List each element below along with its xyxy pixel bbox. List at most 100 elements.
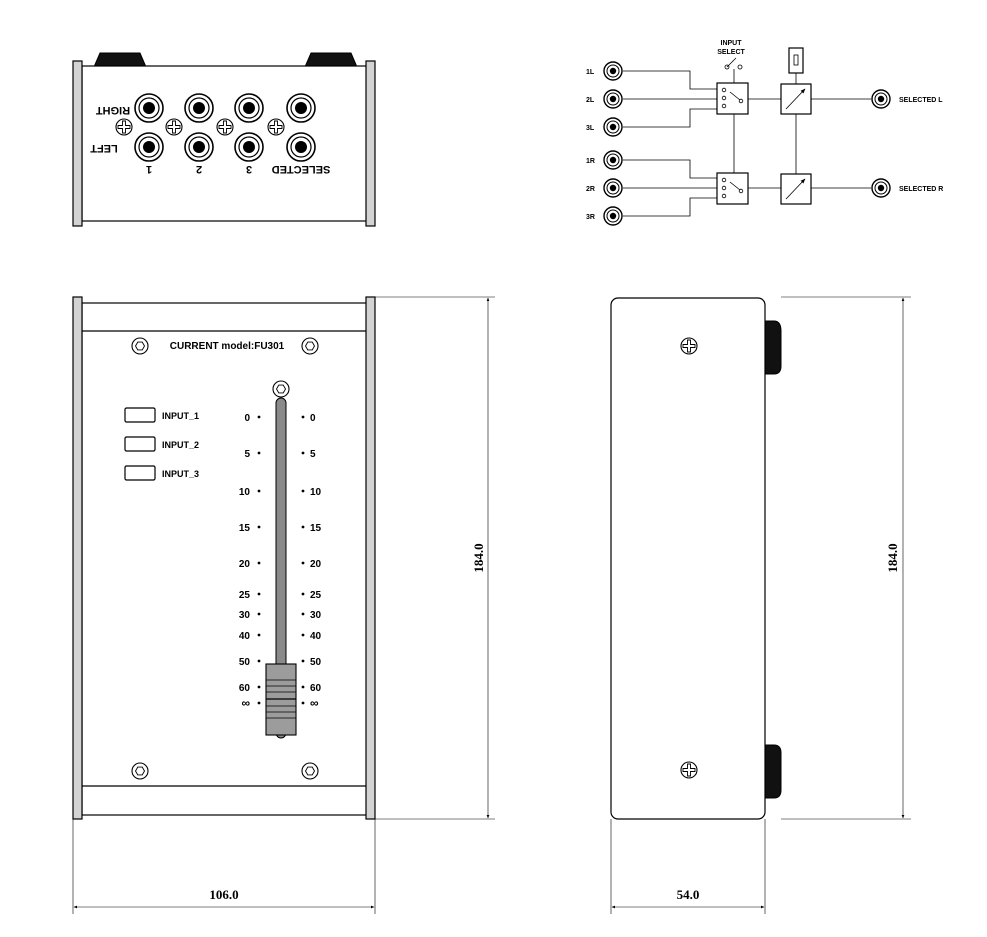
scale-label: ∞ xyxy=(241,696,250,710)
scale-dot xyxy=(257,633,261,637)
front-width-dimension: 106.0 xyxy=(209,887,238,902)
scale-label: 5 xyxy=(310,449,316,460)
scale-dot xyxy=(257,701,261,705)
scale-dot xyxy=(301,633,305,637)
input-select-label: INPUT xyxy=(721,40,743,47)
scale-dot xyxy=(257,612,261,616)
input-3-label: INPUT_3 xyxy=(162,469,199,479)
fader-knob[interactable] xyxy=(265,663,297,736)
phillips-screw-icon xyxy=(165,118,183,136)
scale-dot xyxy=(301,701,305,705)
scale-label: 50 xyxy=(239,657,251,668)
scale-dot xyxy=(257,561,261,565)
front-panel-body xyxy=(81,302,368,816)
scale-label: ∞ xyxy=(310,696,319,710)
input-jack-3l xyxy=(603,117,623,137)
rca-jack-right-3 xyxy=(234,93,264,123)
switch-contact xyxy=(724,64,730,70)
phillips-screw-icon xyxy=(216,118,234,136)
scale-dot xyxy=(301,415,305,419)
scale-label: 40 xyxy=(310,631,322,642)
rear-panel-body xyxy=(81,65,368,222)
side-depth-dimension: 54.0 xyxy=(677,887,700,902)
phillips-screw-icon xyxy=(680,337,698,355)
rear-jack-label-1: 1 xyxy=(146,163,152,175)
scale-label: 50 xyxy=(310,657,322,668)
front-height-dimension: 184.0 xyxy=(471,543,486,572)
fader-control-symbol xyxy=(788,47,804,74)
scale-label: 40 xyxy=(239,631,251,642)
input-2-button[interactable] xyxy=(124,436,156,452)
rear-foot-right xyxy=(304,52,358,68)
input-jack-1l xyxy=(603,61,623,81)
output-jack-selected-l xyxy=(871,89,891,109)
scale-label: 15 xyxy=(310,523,322,534)
fader-top-screw-icon xyxy=(272,380,290,398)
switch-lever xyxy=(726,57,737,68)
scale-dot xyxy=(257,415,261,419)
rear-foot-left xyxy=(93,52,147,68)
switch-contact xyxy=(737,64,743,70)
output-label-left: SELECTED L xyxy=(899,97,943,104)
input-3-button[interactable] xyxy=(124,465,156,481)
scale-label: 20 xyxy=(310,559,322,570)
hex-screw-icon xyxy=(301,337,319,355)
scale-label: 30 xyxy=(310,610,322,621)
scale-label: 60 xyxy=(310,683,322,694)
rear-jack-label-2: 2 xyxy=(196,163,202,175)
rear-label-right: RIGHT xyxy=(96,104,131,116)
scale-dot xyxy=(257,659,261,663)
scale-label: 25 xyxy=(239,590,251,601)
front-rail-left xyxy=(72,296,83,820)
scale-dot xyxy=(301,659,305,663)
selector-contacts-right xyxy=(721,177,744,199)
input-select-label: SELECT xyxy=(717,49,745,56)
scale-dot xyxy=(301,592,305,596)
rca-jack-left-selected xyxy=(286,132,316,162)
fader-scale-right: 0 5 10 15 20 25 30 40 50 60 ∞ xyxy=(301,413,322,710)
rca-jack-left-2 xyxy=(184,132,214,162)
input-jack-1r xyxy=(603,150,623,170)
scale-label: 0 xyxy=(310,413,316,424)
side-foot-top xyxy=(763,320,782,375)
rca-jack-left-3 xyxy=(234,132,264,162)
hex-screw-icon xyxy=(301,762,319,780)
input-label-3r: 3R xyxy=(586,214,595,221)
input-1-button[interactable] xyxy=(124,407,156,423)
rear-rail-left xyxy=(72,60,83,227)
scale-dot xyxy=(257,592,261,596)
scale-label: 25 xyxy=(310,590,322,601)
output-jack-selected-r xyxy=(871,178,891,198)
rear-jack-label-3: 3 xyxy=(246,163,252,175)
dimension-lines: 184.0 106.0 184.0 54.0 xyxy=(72,296,911,914)
scale-label: 15 xyxy=(239,523,251,534)
input-jack-3r xyxy=(603,206,623,226)
phillips-screw-icon xyxy=(680,761,698,779)
input-label-1l: 1L xyxy=(586,69,595,76)
scale-label: 5 xyxy=(244,449,250,460)
rear-label-left: LEFT xyxy=(90,142,118,154)
scale-dot xyxy=(301,489,305,493)
input-jack-2r xyxy=(603,178,623,198)
scale-dot xyxy=(257,685,261,689)
variable-arrow-icon xyxy=(785,88,806,110)
scale-label: 10 xyxy=(239,487,251,498)
front-rail-right xyxy=(365,296,376,820)
scale-dot xyxy=(301,525,305,529)
input-label-1r: 1R xyxy=(586,158,595,165)
fader-track xyxy=(275,397,287,739)
scale-dot xyxy=(257,451,261,455)
front-panel-view: CURRENT model:FU301 INPUT_1 INPUT_2 INPU… xyxy=(72,296,376,820)
scale-label: 10 xyxy=(310,487,322,498)
scale-dot xyxy=(301,451,305,455)
rca-jack-right-selected xyxy=(286,93,316,123)
rear-jack-label-selected: SELECTED xyxy=(272,163,331,175)
rca-jack-right-2 xyxy=(184,93,214,123)
block-diagram: INPUT SELECT 1L 2L 3L 1R 2R 3R xyxy=(586,40,943,226)
selector-block-right xyxy=(716,172,749,205)
scale-label: 20 xyxy=(239,559,251,570)
side-height-dimension: 184.0 xyxy=(885,543,900,572)
selector-contacts-left xyxy=(721,87,744,109)
variable-arrow-icon xyxy=(785,178,806,200)
